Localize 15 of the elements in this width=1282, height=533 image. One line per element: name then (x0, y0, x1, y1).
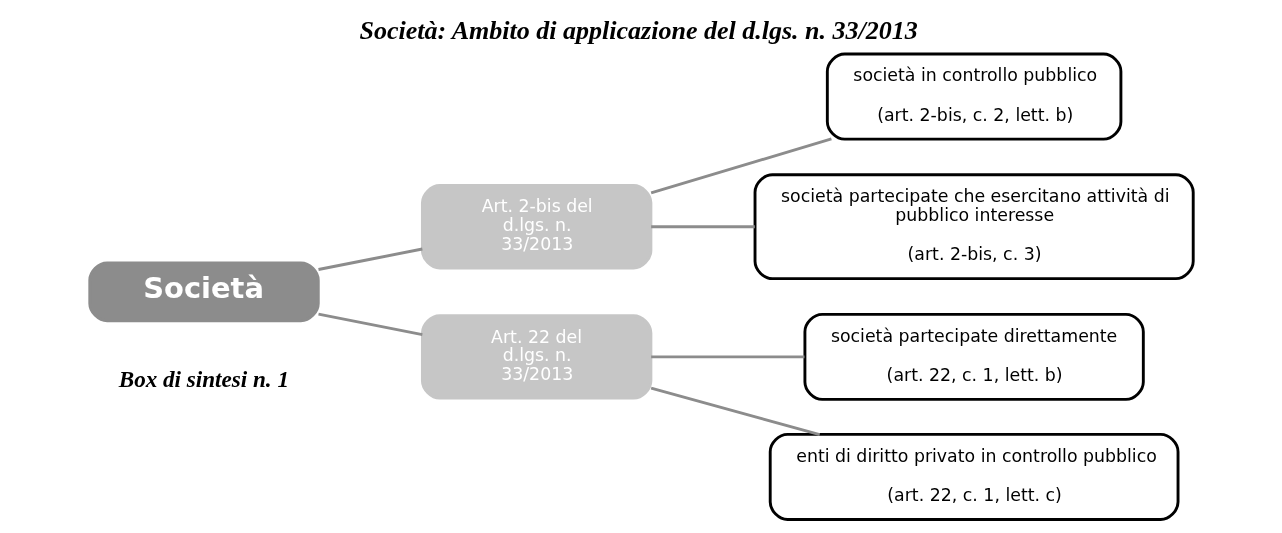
node-box: enti di diritto privato in controllo pubblico (art. 22, c. 1, lett. c) (768, 432, 1179, 521)
node-box: società partecipate che esercitano attività di pubblico interesse (art. 2-bis, c. 3) (753, 173, 1195, 281)
label: Box di sintesi n. 1 (118, 365, 289, 392)
node-box: società in controllo pubblico (art. 2-bis, c. 2, lett. b) (825, 52, 1122, 141)
connector (650, 386, 820, 437)
connector (650, 355, 804, 359)
connector (317, 247, 423, 271)
node-box: Società (87, 261, 320, 323)
node-box: Art. 2-bis del d.lgs. n. 33/2013 (420, 184, 652, 270)
node-box: società partecipate direttamente (art. 22, c. 1, lett. b) (802, 312, 1145, 401)
node-box: Art. 22 del d.lgs. n. 33/2013 (420, 314, 652, 400)
connector (650, 225, 755, 229)
diagram-title: Società: Ambito di applicazione del d.lgs. n. 33/2013 (359, 16, 918, 46)
connector (650, 137, 832, 195)
connector (317, 312, 423, 337)
